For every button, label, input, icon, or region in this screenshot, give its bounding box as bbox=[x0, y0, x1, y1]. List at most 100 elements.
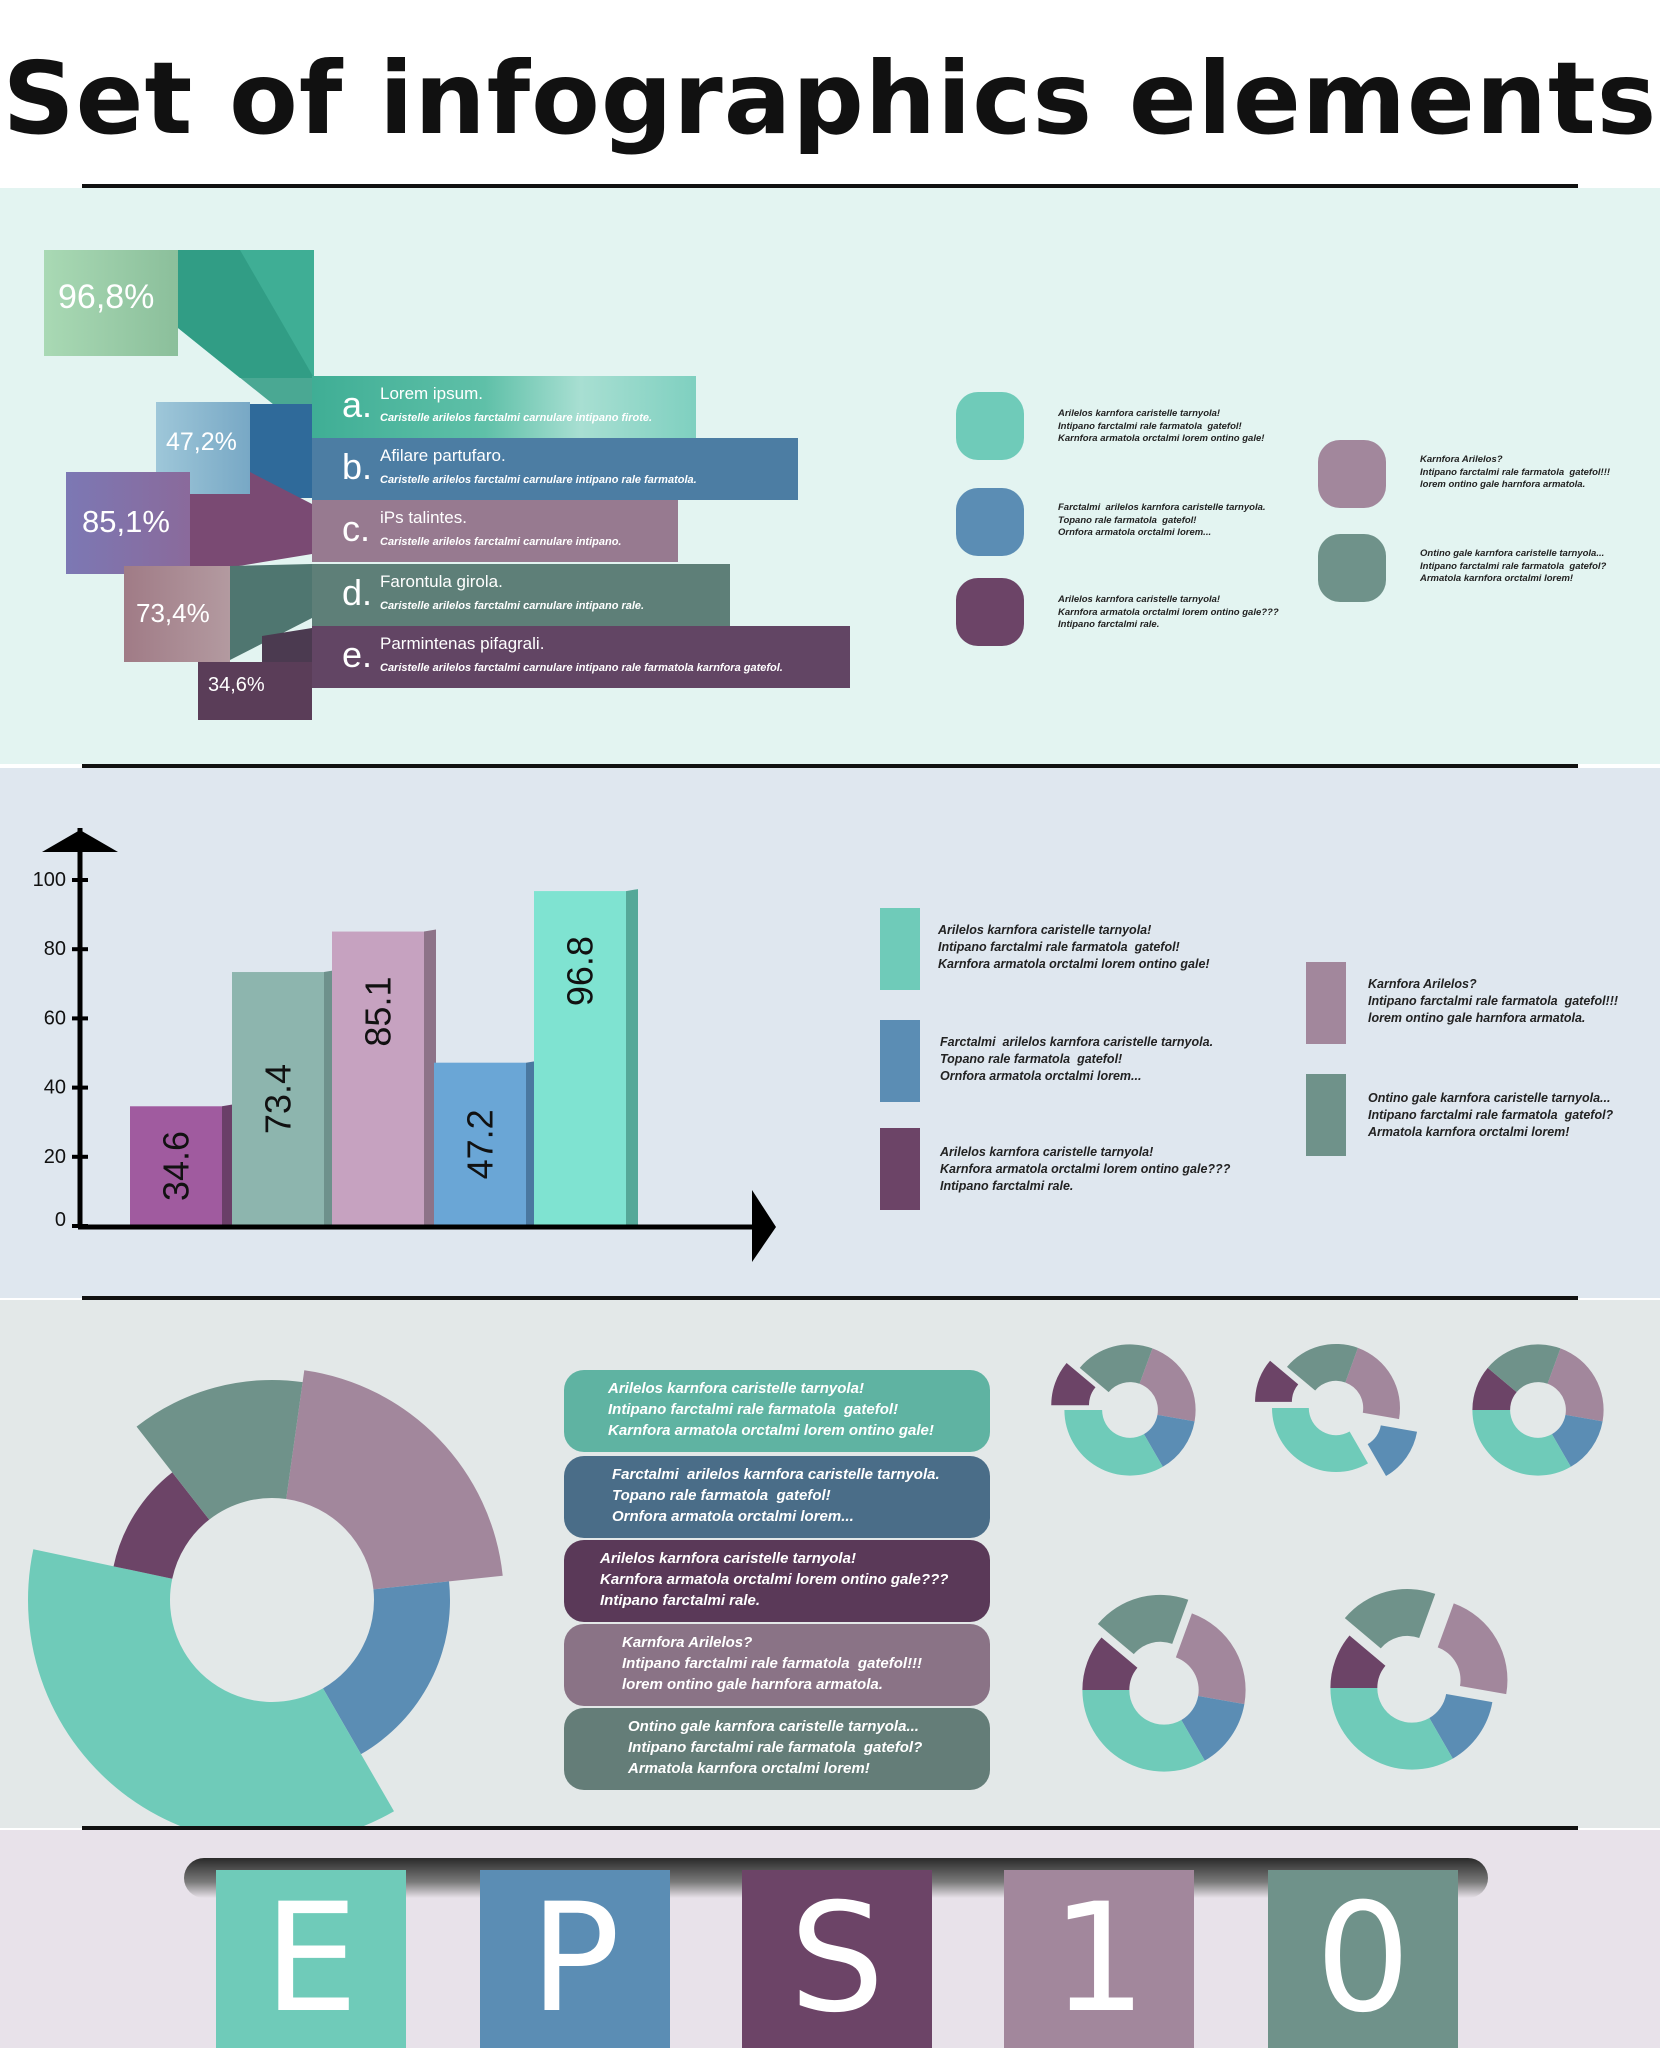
item-subtext: Caristelle arilelos farctalmi carnulare … bbox=[380, 662, 783, 674]
text-pill: Arilelos karnfora caristelle tarnyola! K… bbox=[564, 1540, 990, 1622]
y-tick-label: 0 bbox=[55, 1209, 66, 1231]
donut-segment bbox=[1051, 1363, 1096, 1406]
donut-segment bbox=[323, 1581, 450, 1755]
percent-block-1 bbox=[44, 250, 178, 356]
item-letter: c. bbox=[342, 508, 371, 549]
bar bbox=[332, 931, 424, 1226]
bar bbox=[232, 972, 324, 1226]
text-pill: Farctalmi arilelos karnfora caristelle t… bbox=[564, 1456, 990, 1538]
bar bbox=[534, 891, 626, 1226]
x-axis-arrow-icon bbox=[752, 1190, 776, 1262]
y-tick-label: 100 bbox=[33, 869, 66, 891]
list-item: a. Lorem ipsum. Caristelle arilelos farc… bbox=[312, 376, 696, 438]
page-title: Set of infographics elements bbox=[2, 40, 1658, 157]
bar-value-label: 73.4 bbox=[258, 1064, 299, 1134]
divider bbox=[82, 764, 1578, 768]
legend-text: Ontino gale karnfora caristelle tarnyola… bbox=[1420, 548, 1607, 584]
percent-label: 85,1% bbox=[82, 504, 170, 539]
donut-segment bbox=[113, 1472, 210, 1579]
y-tick-label: 40 bbox=[44, 1077, 66, 1099]
donut-segment bbox=[1330, 1688, 1453, 1770]
text-pill: Karnfora Arilelos? Intipano farctalmi ra… bbox=[564, 1624, 990, 1706]
text-pill: Ontino gale karnfora caristelle tarnyola… bbox=[564, 1708, 990, 1790]
legend-text: Ontino gale karnfora caristelle tarnyola… bbox=[1368, 1091, 1614, 1139]
legend-swatch bbox=[1306, 1074, 1346, 1156]
item-letter: a. bbox=[342, 384, 373, 425]
item-subtext: Caristelle arilelos farctalmi carnulare … bbox=[380, 600, 645, 612]
item-subtext: Caristelle arilelos farctalmi carnulare … bbox=[380, 536, 622, 548]
donut-segment bbox=[1551, 1414, 1603, 1467]
item-subtext: Caristelle arilelos farctalmi carnulare … bbox=[380, 412, 653, 424]
percent-block-3 bbox=[66, 472, 190, 574]
legend-swatch bbox=[880, 1128, 920, 1210]
legend-text: Farctalmi arilelos karnfora caristelle t… bbox=[1058, 502, 1266, 538]
legend-swatch bbox=[956, 392, 1024, 460]
item-heading: iPs talintes. bbox=[380, 508, 467, 527]
list-item: b. Afilare partufaro. Caristelle arilelo… bbox=[312, 438, 798, 500]
eps-tile: E bbox=[216, 1870, 406, 2048]
donut-segment bbox=[1429, 1694, 1493, 1759]
donut-graphics bbox=[28, 1344, 1604, 1828]
legend-text: Arilelos karnfora caristelle tarnyola! I… bbox=[938, 923, 1210, 971]
bar-side bbox=[626, 889, 638, 1226]
donut-segment bbox=[1367, 1425, 1418, 1477]
eps-tile: S bbox=[742, 1870, 932, 2048]
bar bbox=[130, 1106, 222, 1226]
legend-text: Farctalmi arilelos karnfora caristelle t… bbox=[940, 1035, 1214, 1083]
percent-block-5 bbox=[198, 662, 312, 720]
donut-segment bbox=[1143, 1414, 1195, 1467]
percent-label: 47,2% bbox=[166, 428, 237, 456]
donut-segment bbox=[1181, 1696, 1245, 1761]
legend-swatch bbox=[956, 578, 1024, 646]
donut-segment bbox=[286, 1370, 503, 1590]
item-letter: e. bbox=[342, 634, 373, 675]
eps-tile: P bbox=[480, 1870, 670, 2048]
eps-tile: 0 bbox=[1268, 1870, 1458, 2048]
legend-swatch bbox=[1318, 440, 1386, 508]
donut-segment bbox=[1255, 1360, 1299, 1402]
donut-segment bbox=[1097, 1594, 1189, 1655]
list-item: e. Parmintenas pifagrali. Caristelle ari… bbox=[312, 626, 850, 688]
item-subtext: Caristelle arilelos farctalmi carnulare … bbox=[380, 474, 697, 486]
item-heading: Afilare partufaro. bbox=[380, 446, 506, 465]
item-letter: d. bbox=[342, 572, 373, 613]
donut-segment bbox=[1272, 1408, 1368, 1472]
legend-swatch bbox=[1306, 962, 1346, 1044]
donut-segment bbox=[1079, 1344, 1153, 1393]
legend-text: Arilelos karnfora caristelle tarnyola! K… bbox=[940, 1145, 1231, 1193]
donut-segment bbox=[1286, 1344, 1358, 1391]
bar-value-label: 47.2 bbox=[460, 1109, 501, 1179]
large-donut-chart bbox=[28, 1370, 503, 1828]
bar-side bbox=[222, 1104, 234, 1226]
small-donut-charts bbox=[1051, 1344, 1604, 1772]
donut-segment bbox=[1082, 1637, 1138, 1690]
y-axis-arrow-icon bbox=[42, 830, 118, 852]
legend-text: Arilelos karnfora caristelle tarnyola! K… bbox=[1058, 594, 1279, 630]
legend-text: Arilelos karnfora caristelle tarnyola! I… bbox=[1058, 408, 1265, 444]
donut-segment bbox=[1437, 1603, 1508, 1695]
donut-segment bbox=[1139, 1348, 1196, 1422]
donut-segment bbox=[1472, 1367, 1517, 1410]
donut-segment bbox=[28, 1549, 394, 1828]
legend-swatch bbox=[880, 908, 920, 990]
legend-text: Karnfora Arilelos? Intipano farctalmi ra… bbox=[1368, 977, 1619, 1025]
donut-segment bbox=[1344, 1589, 1436, 1649]
item-letter: b. bbox=[342, 446, 373, 487]
donut-segment bbox=[1547, 1348, 1604, 1422]
donut-segment bbox=[1064, 1410, 1163, 1476]
donut-segment bbox=[1345, 1347, 1400, 1420]
y-tick-label: 60 bbox=[44, 1007, 66, 1029]
y-tick-label: 80 bbox=[44, 938, 66, 960]
divider bbox=[82, 184, 1578, 188]
item-heading: Parmintenas pifagrali. bbox=[380, 634, 545, 653]
list-item: c. iPs talintes. Caristelle arilelos far… bbox=[312, 500, 678, 562]
bar-side bbox=[424, 929, 436, 1226]
legend-swatch bbox=[956, 488, 1024, 556]
donut-segment bbox=[1082, 1690, 1205, 1772]
item-heading: Lorem ipsum. bbox=[380, 384, 483, 403]
eps-tile: 1 bbox=[1004, 1870, 1194, 2048]
percent-label: 73,4% bbox=[136, 598, 210, 628]
donut-segment bbox=[1472, 1410, 1571, 1476]
percent-label: 96,8% bbox=[58, 278, 155, 316]
